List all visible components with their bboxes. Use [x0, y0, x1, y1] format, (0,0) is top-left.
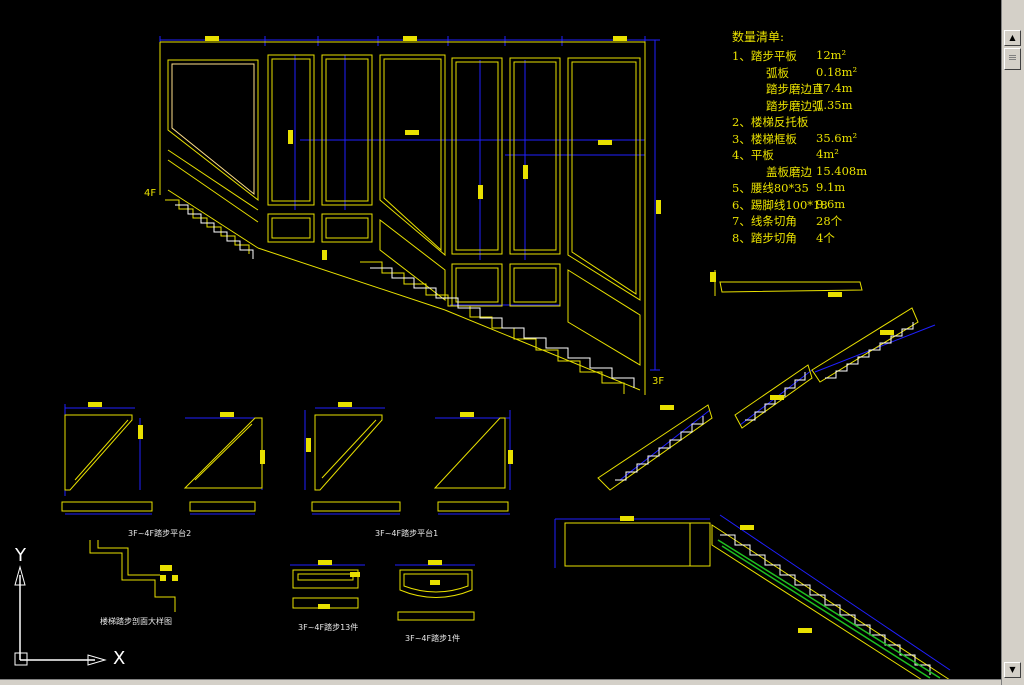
scroll-down-button[interactable]: ▼	[1004, 662, 1021, 678]
caption-step13: 3F~4F踏步13件	[298, 623, 359, 632]
vertical-scrollbar[interactable]: ▲ ▼	[1001, 0, 1024, 685]
ucs-y-label: Y	[15, 545, 26, 566]
quantity-item-value: 9.1m	[816, 180, 846, 194]
quantity-item-value: 4个	[816, 230, 835, 245]
ucs-x-label: X	[113, 648, 126, 669]
floor-label-upper: 4F	[144, 188, 157, 199]
quantity-item-value: 15.408m	[816, 163, 868, 178]
quantity-item-label: 4、平板	[732, 148, 774, 162]
dimension-text-blocks	[88, 36, 894, 633]
step-teeth	[175, 204, 931, 675]
caption-step1: 3F~4F踏步1件	[405, 634, 461, 643]
dimension-lines	[64, 36, 951, 671]
quantity-item-label: 8、踏步切角	[732, 230, 797, 245]
quantity-item-value: 12m²	[816, 48, 847, 62]
quantity-item-value: 28个	[816, 214, 843, 228]
quantity-item-value: 35.6m²	[816, 130, 858, 145]
quantity-item-value: 1.35m	[816, 97, 853, 112]
stair-outlines	[61, 41, 952, 685]
quantity-item-value: 9.6m	[816, 196, 846, 211]
quantity-item-label: 盖板磨边	[766, 164, 812, 179]
floor-label-lower: 3F	[652, 376, 665, 387]
quantity-item-label: 弧板	[766, 65, 789, 80]
scroll-up-button[interactable]: ▲	[1004, 30, 1021, 46]
quantity-item-label: 3、楼梯框板	[732, 131, 797, 146]
caption-platform1: 3F~4F踏步平台1	[375, 529, 439, 538]
quantity-item-label: 踏步磨边直	[766, 82, 824, 96]
quantity-list-title: 数量清单:	[732, 30, 785, 44]
quantity-item-value: 17.4m	[816, 81, 853, 95]
green-stair-highlight	[717, 539, 941, 679]
scroll-thumb[interactable]	[1004, 48, 1021, 70]
quantity-item-label: 5、腰线80*35	[732, 181, 809, 195]
quantity-item-value: 4m²	[816, 147, 839, 161]
caption-platform2: 3F~4F踏步平台2	[128, 529, 192, 538]
quantity-item-value: 0.18m²	[816, 64, 858, 79]
command-line-strip	[0, 679, 1001, 685]
quantity-item-label: 2、楼梯反托板	[732, 115, 809, 129]
ucs-icon	[14, 565, 107, 666]
quantity-item-label: 7、线条切角	[732, 214, 797, 228]
quantity-item-label: 踏步磨边弧	[766, 98, 824, 113]
stair-elevation-drawing	[61, 36, 952, 685]
quantity-item-label: 6、踢脚线100*18	[732, 197, 828, 212]
caption-section: 楼梯踏步剖面大样图	[100, 617, 172, 626]
quantity-item-label: 1、踏步平板	[732, 49, 797, 63]
